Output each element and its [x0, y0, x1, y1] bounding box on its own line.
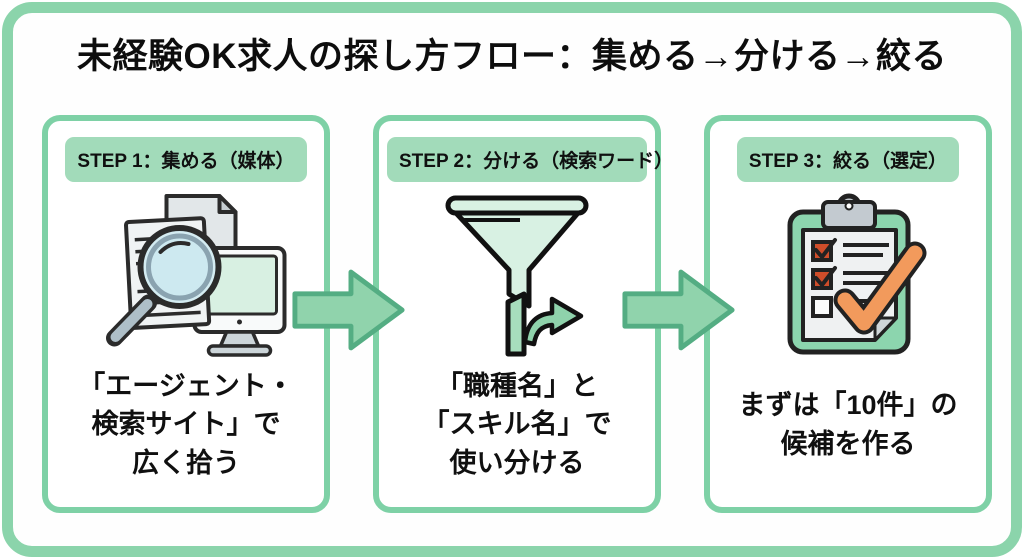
step3-text: まずは「10件」の 候補を作る: [738, 390, 958, 459]
flow-arrow-icon: [292, 269, 405, 351]
clipboard-check-icon: [787, 193, 927, 355]
funnel-branch-icon: [445, 195, 589, 357]
page-title: 未経験OK求人の探し方フロー：集める→分ける→絞る: [76, 37, 947, 76]
step3-card: STEP 3：絞る（選定）: [704, 115, 992, 513]
documents-search-monitor-icon: [105, 194, 286, 357]
documents-search-monitor-icon: [74, 188, 299, 360]
steps-row: STEP 1：集める（媒体）: [42, 115, 992, 513]
step1-text: 「エージェント・ 検索サイト」で 広く拾う: [78, 371, 294, 478]
clipboard-check-icon: [763, 188, 933, 360]
step2-text: 「職種名」と 「スキル名」で 使い分ける: [422, 371, 612, 478]
step1-badge: STEP 1：集める（媒体）: [65, 137, 307, 182]
step2-badge: STEP 2：分ける（検索ワード）: [387, 137, 673, 182]
step2-card: STEP 2：分ける（検索ワード） 「職種名」と 「スキル名」で 使い分ける: [373, 115, 673, 513]
step1-card: STEP 1：集める（媒体）: [42, 115, 330, 513]
funnel-branch-icon: [432, 188, 602, 360]
flow-arrow-icon: [622, 269, 735, 351]
step3-badge: STEP 3：絞る（選定）: [736, 137, 960, 182]
